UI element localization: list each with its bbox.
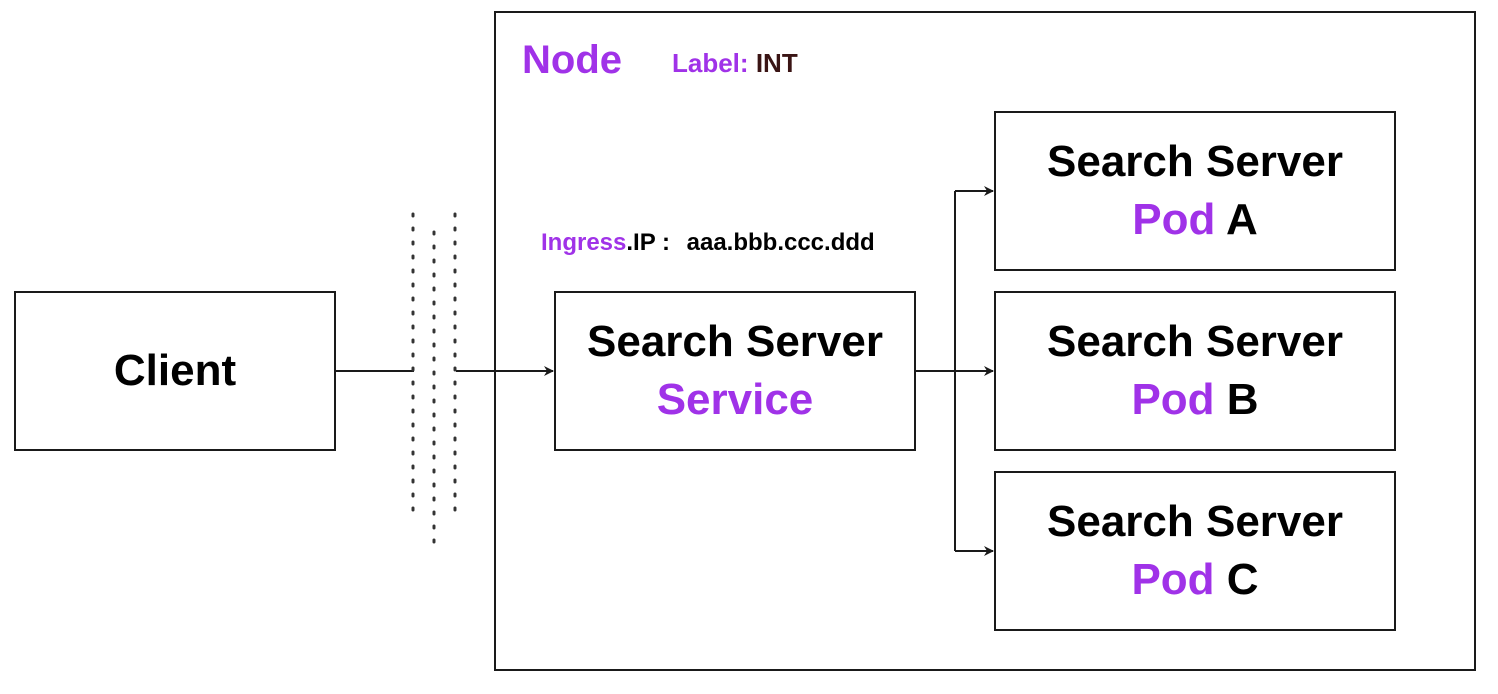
pod-c-title: Search Server — [1047, 497, 1343, 546]
search-server-pod-b-box: Search Server Pod B — [994, 291, 1396, 451]
service-title: Search Server — [587, 317, 883, 366]
pod-b-kind: Pod — [1131, 375, 1215, 424]
node-title: Node — [522, 38, 622, 82]
ingress-ip-value: aaa.bbb.ccc.ddd — [686, 229, 875, 256]
pod-b-name: Pod B — [1131, 371, 1258, 429]
node-label-key: Label: — [672, 48, 749, 78]
client-box: Client — [14, 291, 336, 451]
node-label-value: INT — [755, 48, 798, 78]
ingress-ip-key: .IP : — [626, 229, 670, 256]
pod-a-title: Search Server — [1047, 137, 1343, 186]
node-container — [494, 11, 1476, 671]
search-server-service-box: Search Server Service — [554, 291, 916, 451]
pod-a-name: Pod A — [1132, 191, 1257, 249]
search-server-pod-a-box: Search Server Pod A — [994, 111, 1396, 271]
pod-c-id: C — [1226, 555, 1259, 604]
node-label: Label: INT — [672, 48, 798, 79]
pod-b-id: B — [1226, 375, 1259, 424]
client-label: Client — [113, 346, 237, 395]
service-kind: Service — [656, 375, 814, 424]
pod-a-kind: Pod — [1132, 195, 1216, 244]
pod-b-title: Search Server — [1047, 317, 1343, 366]
pod-c-kind: Pod — [1131, 555, 1215, 604]
search-server-pod-c-box: Search Server Pod C — [994, 471, 1396, 631]
pod-c-name: Pod C — [1131, 551, 1258, 609]
ingress-ip-label: Ingress.IP : aaa.bbb.ccc.ddd — [541, 229, 875, 257]
ingress-key: Ingress — [541, 229, 627, 256]
pod-a-id: A — [1225, 195, 1258, 244]
